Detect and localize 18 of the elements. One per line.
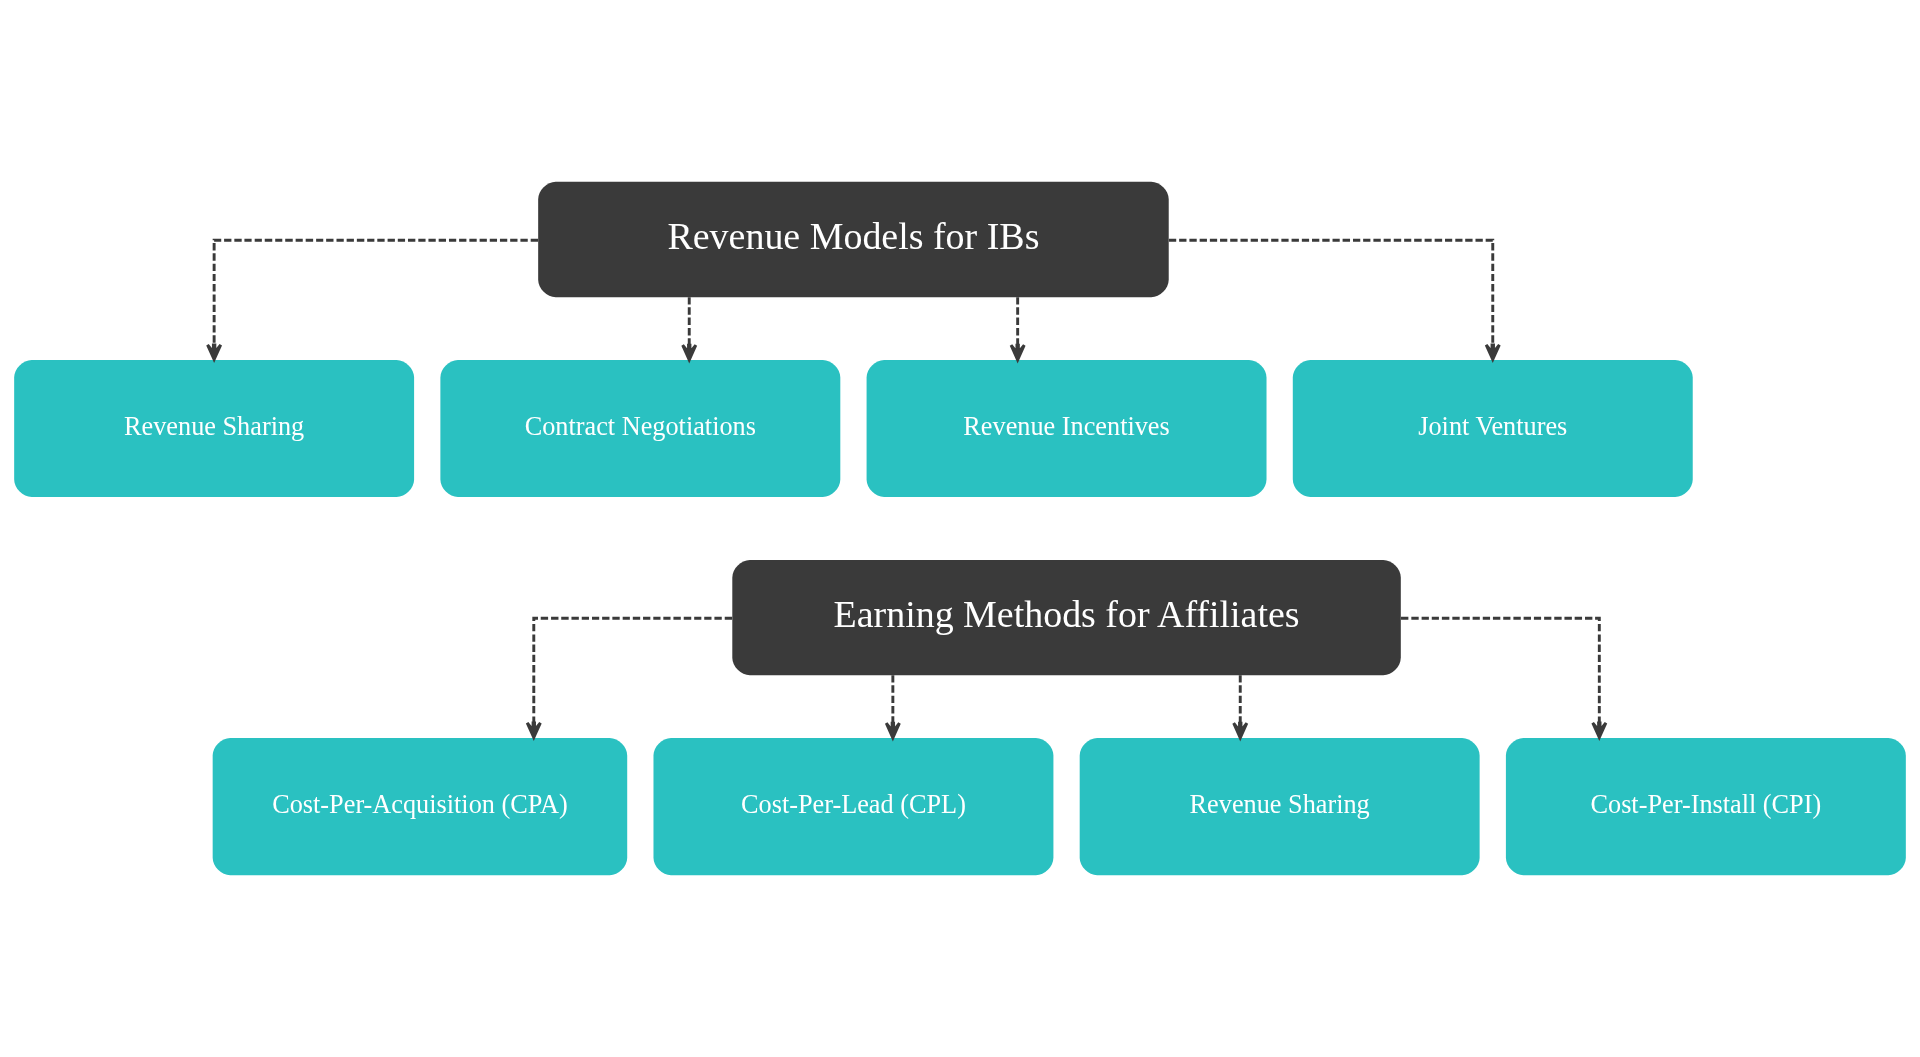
node-box: Revenue Sharing (1079, 737, 1480, 876)
arrow (1232, 675, 1249, 740)
arrow (1009, 297, 1026, 362)
node-box: Earning Methods for Affiliates (732, 559, 1401, 676)
arrow (884, 675, 901, 740)
node-box: Cost-Per-Acquisition (CPA) (212, 737, 628, 876)
node-box: Revenue Incentives (866, 359, 1267, 498)
node-box: Revenue Sharing (14, 359, 415, 498)
arrow (1400, 616, 1608, 739)
arrow (1168, 238, 1501, 361)
arrow (206, 238, 538, 361)
node-box: Cost-Per-Install (CPI) (1505, 737, 1906, 876)
arrow (525, 616, 733, 739)
arrow (681, 297, 698, 362)
node-box: Joint Ventures (1292, 359, 1693, 498)
node-box: Contract Negotiations (440, 359, 841, 498)
node-box: Cost-Per-Lead (CPL) (653, 737, 1054, 876)
node-box: Revenue Models for IBs (538, 181, 1169, 298)
